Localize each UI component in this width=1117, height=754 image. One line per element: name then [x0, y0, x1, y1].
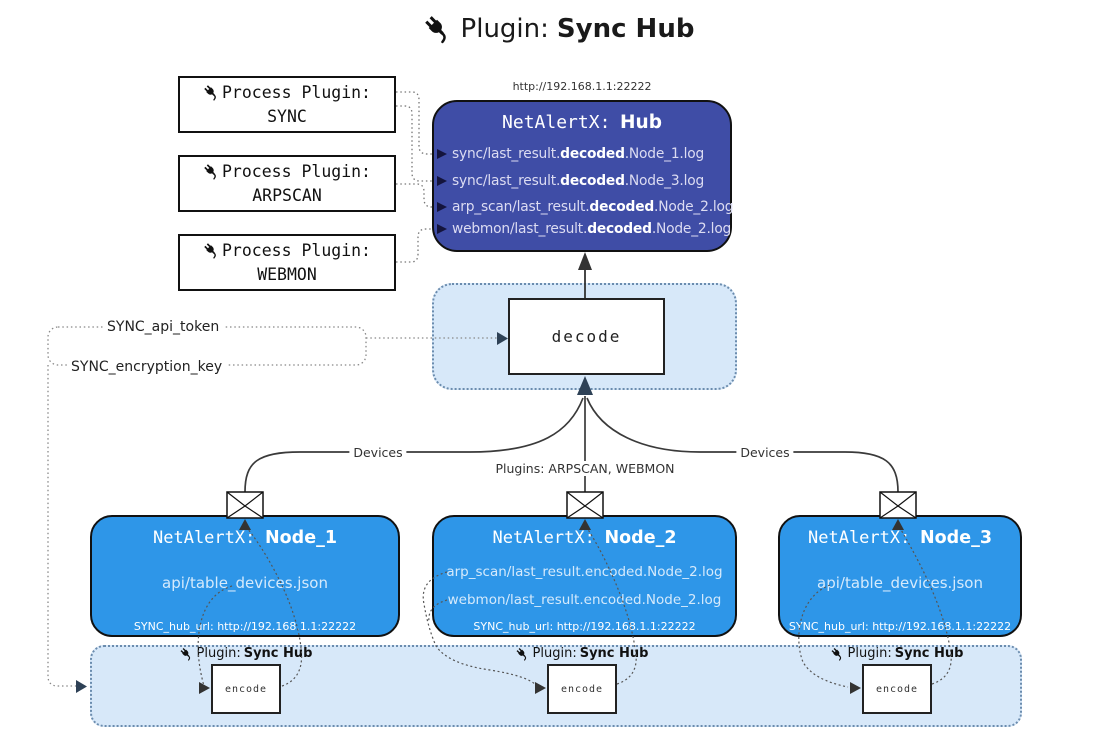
log-arrow-icon — [437, 149, 447, 159]
node-box-node1: NetAlertX: Node_1 api/table_devices.json… — [90, 515, 400, 637]
process-plugin-name: ARPSCAN — [252, 186, 322, 205]
plug-icon — [516, 647, 530, 661]
plug-icon — [203, 242, 220, 259]
plug-icon — [423, 14, 453, 44]
log-arrow-icon — [437, 176, 447, 186]
hub-log-row: sync/last_result.decoded.Node_3.log — [437, 173, 704, 189]
node-box-node2: NetAlertX: Node_2 arp_scan/last_result.e… — [432, 515, 737, 637]
process-plugin-label: Process Plugin: — [221, 241, 371, 260]
node-hub-url: SYNC_hub_url: http://192.168.1.1:22222 — [788, 620, 1012, 633]
hub-log-text: webmon/last_result.decoded.Node_2.log — [452, 221, 732, 237]
edge-label-plugins: Plugins: ARPSCAN, WEBMON — [491, 461, 679, 476]
edge-sync-to-log1 — [396, 91, 433, 155]
log-arrow-icon — [437, 224, 447, 234]
encoder-label: Plugin:Sync Hub — [180, 646, 312, 661]
edge-label-devices-right: Devices — [736, 445, 794, 460]
node-box-node3: NetAlertX: Node_3 api/table_devices.json… — [778, 515, 1022, 637]
arrowhead-into-encode-panel — [76, 680, 87, 693]
plug-icon — [831, 647, 845, 661]
title-name: Sync Hub — [556, 14, 695, 44]
plug-icon — [203, 84, 220, 101]
decode-box: decode — [508, 298, 665, 375]
process-plugin-label: Process Plugin: — [221, 83, 371, 102]
log-arrow-icon — [437, 202, 447, 212]
hub-box: NetAlertX: Hub sync/last_result.decoded.… — [432, 100, 734, 252]
hub-title-prefix: NetAlertX: — [502, 112, 611, 133]
process-plugin-name: WEBMON — [257, 265, 317, 284]
encoder-label: Plugin:Sync Hub — [831, 646, 963, 661]
plug-icon — [180, 647, 194, 661]
hub-log-text: sync/last_result.decoded.Node_3.log — [452, 173, 705, 189]
node-file: api/table_devices.json — [162, 574, 328, 592]
node-file: arp_scan/last_result.encoded.Node_2.log — [446, 564, 723, 580]
edge-webmon-to-log4 — [396, 228, 433, 263]
encode-box: encode — [862, 664, 932, 714]
node-hub-url: SYNC_hub_url: http://192.168.1.1:22222 — [133, 620, 357, 633]
sync-encryption-key-label: SYNC_encryption_key — [67, 359, 227, 375]
edge-key-to-encoders — [47, 365, 76, 687]
plug-icon — [203, 163, 220, 180]
hub-log-row: webmon/last_result.decoded.Node_2.log — [437, 221, 731, 237]
encode-box: encode — [547, 664, 617, 714]
edge-sync-to-log2 — [396, 105, 433, 182]
hub-log-text: sync/last_result.decoded.Node_1.log — [452, 146, 705, 162]
hub-title: NetAlertX: Hub — [434, 112, 730, 133]
node-title: NetAlertX: Node_2 — [492, 528, 677, 548]
hub-title-name: Hub — [620, 112, 662, 133]
hub-log-text: arp_scan/last_result.decoded.Node_2.log — [452, 199, 734, 215]
hub-log-row: sync/last_result.decoded.Node_1.log — [437, 146, 704, 162]
process-plugin-box-webmon: Process Plugin: WEBMON — [178, 234, 396, 291]
hub-log-row: arp_scan/last_result.decoded.Node_2.log — [437, 199, 734, 215]
process-plugin-box-arpscan: Process Plugin: ARPSCAN — [178, 155, 396, 212]
hub-url-label: http://192.168.1.1:22222 — [512, 80, 652, 93]
arrowhead-decode-to-hub — [578, 252, 592, 270]
process-plugin-label: Process Plugin: — [221, 162, 371, 181]
encode-box: encode — [211, 664, 281, 714]
title-label: Plugin: — [460, 14, 549, 44]
process-plugin-name: SYNC — [267, 107, 307, 126]
encoder-label: Plugin:Sync Hub — [516, 646, 648, 661]
process-plugin-box-sync: Process Plugin: SYNC — [178, 76, 396, 133]
node-title: NetAlertX: Node_3 — [808, 528, 992, 548]
edge-arpscan-to-log3 — [396, 183, 433, 208]
node-hub-url: SYNC_hub_url: http://192.168.1.1:22222 — [473, 620, 696, 633]
node-title: NetAlertX: Node_1 — [153, 528, 337, 548]
node-file: webmon/last_result.encoded.Node_2.log — [447, 592, 722, 608]
edge-label-devices-left: Devices — [349, 445, 407, 460]
page-title: Plugin: Sync Hub — [0, 14, 1117, 44]
node-file: api/table_devices.json — [817, 574, 983, 592]
sync-api-token-label: SYNC_api_token — [103, 319, 224, 335]
edge-node1-to-decode — [244, 397, 584, 493]
